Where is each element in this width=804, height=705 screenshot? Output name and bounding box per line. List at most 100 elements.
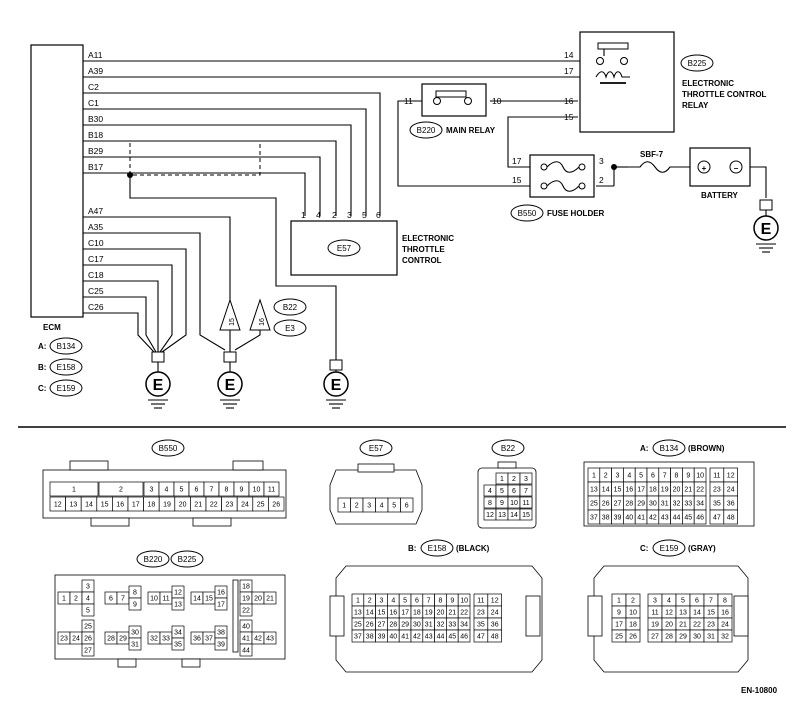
splice-num: 15 [229,318,236,326]
pin-number: 21 [684,487,692,494]
pin-number: 31 [661,501,669,508]
pin-number: 45 [448,634,456,641]
pin-cell [693,509,707,525]
pin-number: 24 [72,636,80,643]
pin-number: 3 [653,598,657,605]
pin-number: 19 [651,622,659,629]
pin-number: 20 [437,610,445,617]
pin-number: 31 [425,622,433,629]
connector-code: B22 [501,444,516,453]
pin-number: 13 [70,502,78,509]
pin-number: 13 [498,512,506,519]
pin-number: 12 [491,598,499,605]
pin-number: 18 [148,502,156,509]
pin-cell [717,629,733,643]
splice-code: E3 [285,324,295,333]
pin-number: 34 [696,501,704,508]
legend-prefix: C: [38,384,46,393]
etc-relay-label: THROTTLE CONTROL [682,90,767,99]
pin-number: 18 [649,487,657,494]
pin-number: 34 [460,622,468,629]
connector-b22: B22 12345678910111213141511 [477,439,537,529]
pin-number: 16 [389,610,397,617]
relay-pin: 16 [564,96,574,106]
pin-number: 29 [637,501,645,508]
pin-number: 39 [378,634,386,641]
pin-number: 27 [378,622,386,629]
pin-number: 7 [663,473,667,480]
pin-number: 43 [425,634,433,641]
main-relay-pin: 11 [404,96,413,106]
ecm-box [30,44,84,318]
etc-pin: 3 [347,210,352,220]
etc-pin: 4 [316,210,321,220]
pin-number: 9 [500,500,504,507]
pin-number: 16 [721,610,729,617]
ecm-pin: C18 [88,270,104,280]
pin-number: 7 [709,598,713,605]
pin-number: 24 [721,622,729,629]
main-relay-code: B220 [417,126,436,135]
pin-number: 42 [413,634,421,641]
pin-number: 5 [180,487,184,494]
pin-number: 21 [194,502,202,509]
sbf-label: SBF-7 [640,150,664,159]
etc-code: E57 [337,244,352,253]
connector-oval [273,298,307,316]
connector-code: B225 [178,555,197,564]
ground-symbol [323,371,349,397]
figure-id: EN-10800 [741,686,778,695]
pin-number: 41 [242,636,250,643]
pin-number: 3 [150,487,154,494]
pin-number: 4 [86,596,90,603]
etc-relay-label: RELAY [682,101,709,110]
pin-cell [519,484,533,497]
splice-code: B22 [283,303,298,312]
pin-number: 11 [522,500,529,507]
pin-number: 36 [193,636,201,643]
pin-number: 46 [460,634,468,641]
pin-number: 10 [696,473,704,480]
main-relay-pin: 10 [492,96,502,106]
ground-3: E [323,359,349,409]
pin-number: 14 [510,512,518,519]
pin-number: 2 [631,598,635,605]
pin-cell [171,597,185,611]
pin-number: 43 [661,515,669,522]
pin-cell [487,629,502,643]
pin-number: 26 [366,622,374,629]
connector-oval [409,121,443,139]
pin-number: 1 [592,473,596,480]
pin-number: 19 [661,487,669,494]
pin-number: 18 [413,610,421,617]
pin-cell [263,631,277,645]
main-relay-box [421,83,487,117]
pin-number: 36 [727,501,735,508]
pin-number: 2 [74,596,78,603]
pin-number: 17 [615,622,623,629]
ground-1: E [145,351,171,409]
connector-code: E57 [369,444,384,453]
pin-number: 32 [437,622,445,629]
pin-number: 44 [437,634,445,641]
pin-number: 1 [500,476,504,483]
pin-number: 22 [460,610,468,617]
ground-2: E [217,351,243,409]
connector-code: B550 [159,444,178,453]
ecm-pin: A35 [88,222,103,232]
connector-oval [510,204,544,222]
fuse-pin: 2 [599,175,604,185]
pin-number: 22 [696,487,704,494]
connector-code: B134 [57,342,76,351]
pin-number: 13 [174,602,182,609]
pin-number: 8 [723,598,727,605]
pin-number: 1 [62,596,66,603]
ground-label: E [153,377,164,394]
etc-label: CONTROL [402,256,442,265]
etc-pin: 2 [332,210,337,220]
ground-symbol [217,371,243,397]
pin-number: 4 [627,473,631,480]
ecm-pin: B17 [88,162,103,172]
pin-number: 20 [179,502,187,509]
